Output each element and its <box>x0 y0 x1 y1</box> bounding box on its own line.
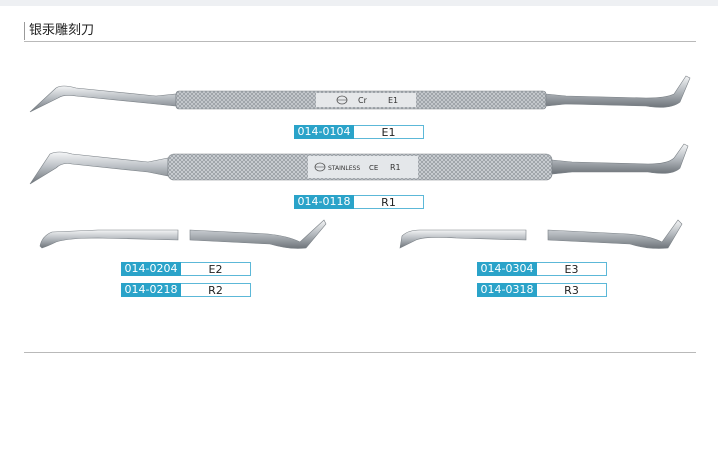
product-tag: 014-0104 E1 <box>294 125 424 139</box>
engraving-text: R1 <box>390 163 401 172</box>
product-code: 014-0318 <box>477 283 537 297</box>
product-tag: 014-0304 E3 <box>477 262 607 276</box>
product-tag: 014-0218 R2 <box>121 283 251 297</box>
top-bar <box>0 0 718 6</box>
product-code: 014-0218 <box>121 283 181 297</box>
product-model: R1 <box>354 195 424 209</box>
carver-instrument-icon <box>39 219 327 249</box>
product-model: E3 <box>537 262 607 276</box>
product-tag: 014-0204 E2 <box>121 262 251 276</box>
engraving-text: STAINLESS <box>328 165 360 172</box>
carver-instrument-icon: STAINLESS CE R1 <box>29 143 689 185</box>
product-code: 014-0204 <box>121 262 181 276</box>
engraving-text: CE <box>369 164 378 172</box>
bottom-divider <box>24 352 696 353</box>
product-tag: 014-0118 R1 <box>294 195 424 209</box>
product-model: E1 <box>354 125 424 139</box>
product-model: E2 <box>181 262 251 276</box>
product-model: R2 <box>181 283 251 297</box>
engraving-text: E1 <box>388 96 398 105</box>
engraving-text: Cr <box>358 96 368 105</box>
carver-instrument-icon: Cr E1 <box>29 75 691 113</box>
product-code: 014-0304 <box>477 262 537 276</box>
carver-instrument-icon <box>399 219 683 249</box>
product-code: 014-0104 <box>294 125 354 139</box>
product-tag: 014-0318 R3 <box>477 283 607 297</box>
page-title: 银汞雕刻刀 <box>24 22 94 40</box>
product-model: R3 <box>537 283 607 297</box>
title-divider <box>24 41 696 42</box>
product-code: 014-0118 <box>294 195 354 209</box>
